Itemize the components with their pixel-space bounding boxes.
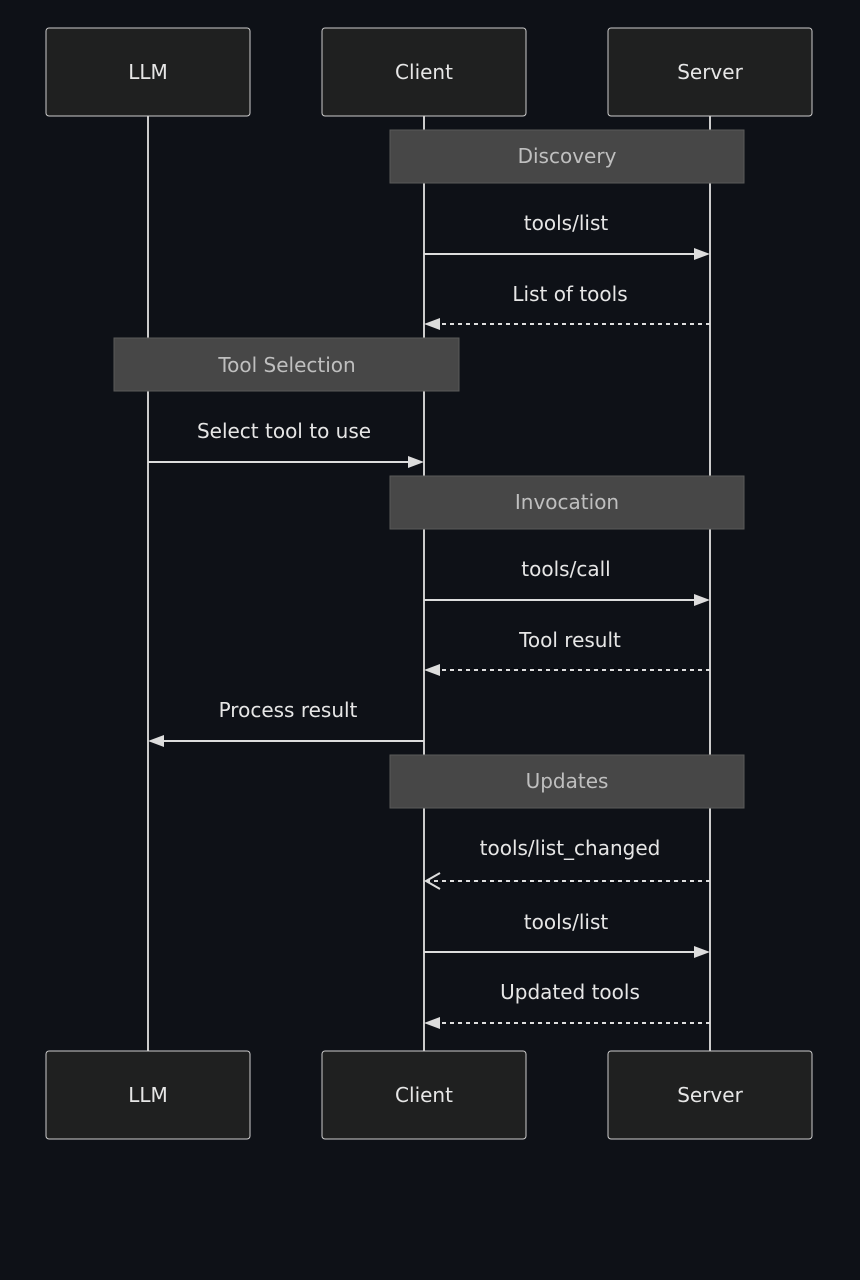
message-select-tool: Select tool to use (148, 419, 424, 468)
message-label: tools/list (524, 910, 609, 934)
arrow-head-left (424, 664, 440, 676)
note-label: Invocation (515, 490, 619, 514)
actor-label: LLM (128, 1083, 168, 1107)
note-discovery: Discovery (389, 129, 745, 184)
arrow-head-right (694, 594, 710, 606)
actor-llm-top: LLM (45, 27, 251, 117)
message-label: tools/list (524, 211, 609, 235)
message-list-of-tools: List of tools (424, 282, 710, 330)
message-tool-result: Tool result (424, 628, 710, 676)
actor-label: LLM (128, 60, 168, 84)
note-updates: Updates (389, 754, 745, 809)
actor-label: Server (677, 60, 743, 84)
note-label: Tool Selection (217, 353, 355, 377)
actor-label: Client (395, 1083, 453, 1107)
message-updated-tools: Updated tools (424, 980, 710, 1029)
message-tools-list-changed: tools/list_changed (423, 836, 710, 890)
arrow-head-left (424, 1017, 440, 1029)
message-tools-list: tools/list (424, 211, 710, 260)
message-label: List of tools (512, 282, 627, 306)
message-label: Process result (219, 698, 358, 722)
open-arrow-head-left (423, 872, 441, 890)
message-label: Tool result (518, 628, 621, 652)
arrow-head-left (424, 318, 440, 330)
message-label: tools/list_changed (480, 836, 661, 860)
actor-client-bottom: Client (321, 1050, 527, 1140)
message-label: tools/call (521, 557, 610, 581)
actor-llm-bottom: LLM (45, 1050, 251, 1140)
actor-server-top: Server (607, 27, 813, 117)
note-label: Discovery (518, 144, 617, 168)
arrow-head-right (694, 248, 710, 260)
message-process-result: Process result (148, 698, 424, 747)
message-label: Updated tools (500, 980, 640, 1004)
actor-label: Server (677, 1083, 743, 1107)
arrow-head-left (148, 735, 164, 747)
actor-server-bottom: Server (607, 1050, 813, 1140)
actor-label: Client (395, 60, 453, 84)
note-label: Updates (526, 769, 609, 793)
note-invocation: Invocation (389, 475, 745, 530)
note-tool-selection: Tool Selection (113, 337, 460, 392)
message-tools-list-2: tools/list (424, 910, 710, 958)
message-label: Select tool to use (197, 419, 371, 443)
actor-client-top: Client (321, 27, 527, 117)
arrow-head-right (694, 946, 710, 958)
arrow-head-right (408, 456, 424, 468)
message-tools-call: tools/call (424, 557, 710, 606)
